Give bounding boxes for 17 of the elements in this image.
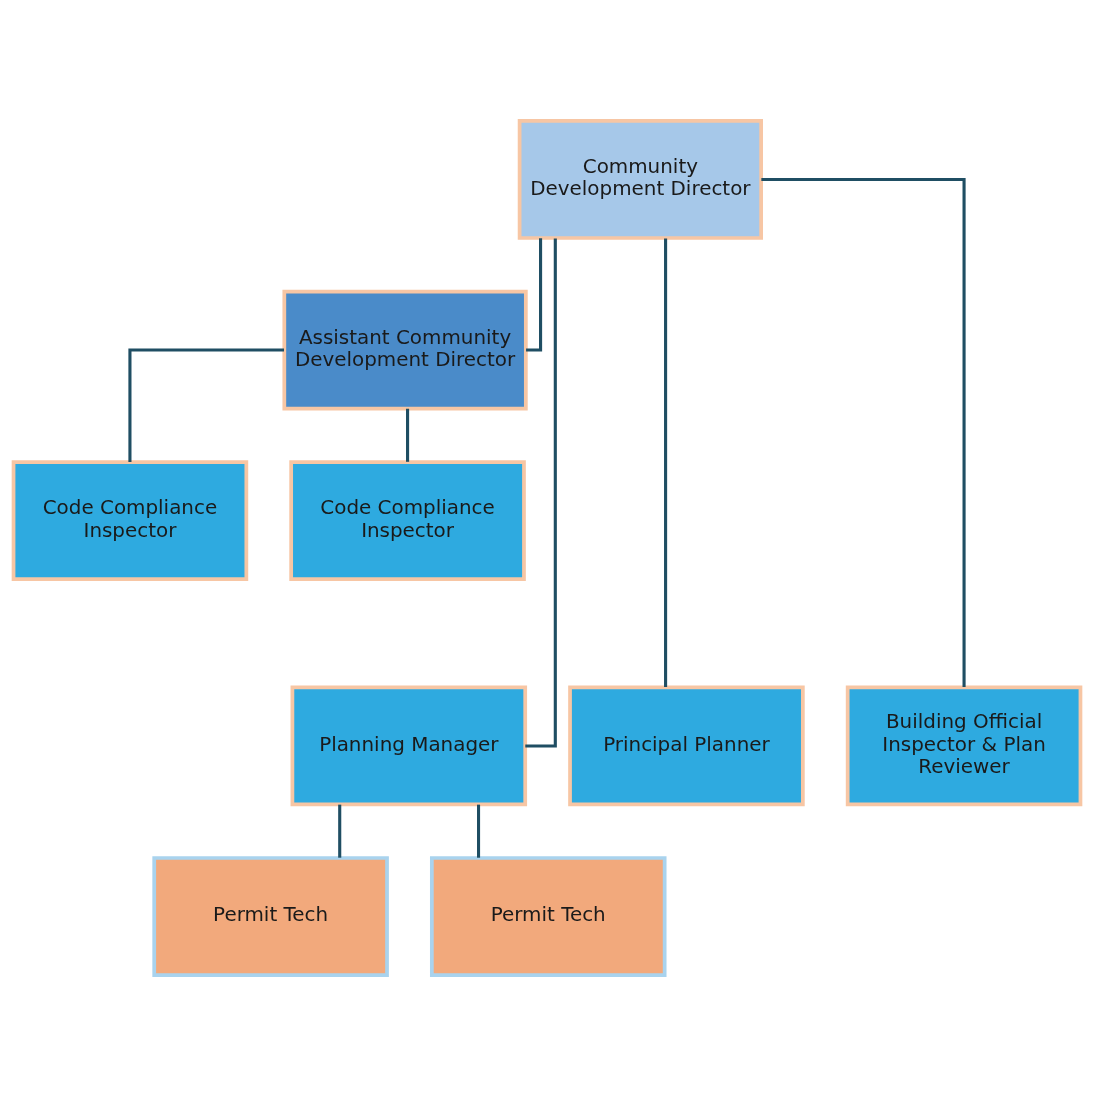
connector <box>338 804 342 858</box>
connector <box>761 177 966 687</box>
node-box: Planning Manager <box>290 685 528 807</box>
node-box: Permit Tech <box>152 856 389 977</box>
node-box: Community Development Director <box>517 119 763 240</box>
connector <box>526 238 543 352</box>
node-box: Assistant Community Development Director <box>282 289 528 411</box>
node-box: Code Compliance Inspector <box>289 460 526 581</box>
node-box: Permit Tech <box>429 856 667 977</box>
connector <box>664 238 668 688</box>
connector <box>128 348 284 462</box>
connector <box>525 238 557 748</box>
node-box: Building Official Inspector & Plan Reviewer <box>845 685 1083 807</box>
connector <box>476 804 481 858</box>
node-box: Code Compliance Inspector <box>11 460 249 581</box>
node-box: Principal Planner <box>568 685 805 807</box>
connector <box>406 408 410 462</box>
